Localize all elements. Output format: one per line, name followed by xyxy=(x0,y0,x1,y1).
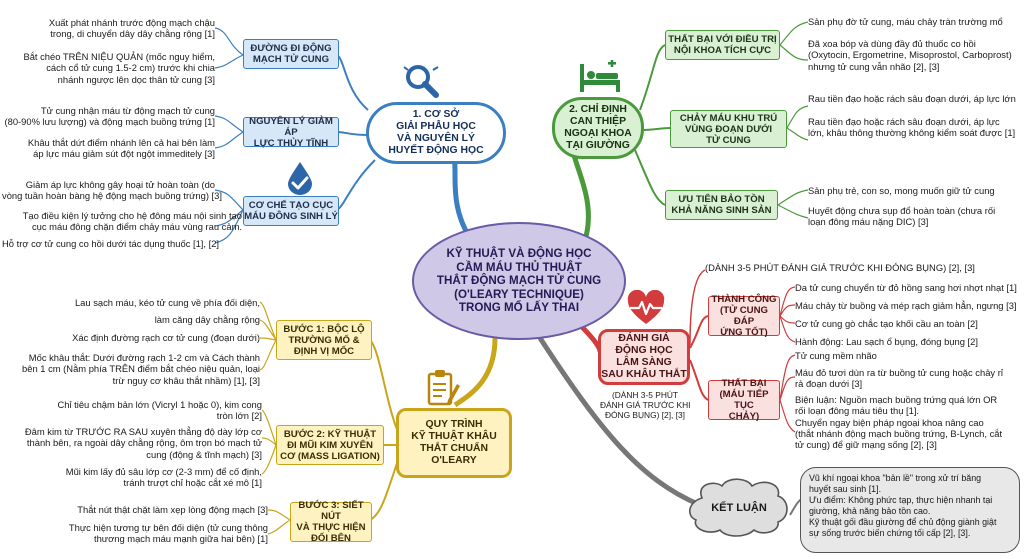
link-center-b4 xyxy=(578,323,603,353)
branch2-title: 2. CHỈ ĐỊNH CAN THIỆP NGOẠI KHOA TẠI GIƯ… xyxy=(552,97,644,159)
b3-leaf-2: làm căng dây chằng rộng xyxy=(154,314,260,325)
link-b1-s1 xyxy=(336,54,369,111)
b2-leaf-2: Đã xoa bóp và dùng đầy đủ thuốc co hồi(O… xyxy=(808,38,1012,72)
link-b3-s3 xyxy=(369,459,399,521)
b4-leaf-7: Biện luận: Nguồn mạch buồng trứng quá lớ… xyxy=(795,394,1003,451)
central-topic: KỸ THUẬT VÀ ĐỘNG HỌC CẦM MÁU THỦ THUẬT T… xyxy=(412,222,626,340)
speech-bubble-icon xyxy=(689,478,788,537)
link-b2-s1 xyxy=(639,44,666,111)
link-b3-s1 xyxy=(369,339,399,433)
clipboard-pencil-icon xyxy=(427,370,460,406)
b4-leaf-3: Cơ tử cung gò chắc tạo khối cầu an toàn … xyxy=(795,318,978,329)
heart-pulse-icon xyxy=(627,290,665,324)
b3-leaf-4: Mốc khâu thắt: Dưới đường rạch 1-2 cm và… xyxy=(22,352,260,386)
b2-leaf-1: Sản phụ đờ tử cung, máu chảy tràn trường… xyxy=(808,16,1003,27)
b1-leaf-3: Tử cung nhận máu từ động mạch tử cung(80… xyxy=(4,105,215,128)
b1-leaf-2: Bắt chéo TRÊN NIỆU QUẢN (mốc nguy hiểm,c… xyxy=(23,51,215,85)
link-b2-s3 xyxy=(634,149,666,206)
b3-leaf-7: Mũi kim lấy đủ sâu lớp cơ (2-3 mm) để cố… xyxy=(65,466,262,489)
leaf-lines-b3 xyxy=(259,301,291,535)
magnifier-icon xyxy=(403,65,439,98)
b4-leaf-5: Tử cung mềm nhão xyxy=(795,350,877,361)
b1-leaf-6: Tạo điều kiện lý tưởng cho hệ đông máu n… xyxy=(22,210,242,233)
b1-leaf-5: Giảm áp lực không gây hoại tử hoàn toàn … xyxy=(2,179,222,202)
link-b1-s2 xyxy=(336,131,369,136)
b3-leaf-5: Chỉ tiêu chậm bản lớn (Vicryl 1 hoặc 0),… xyxy=(57,399,262,422)
link-b1-s3 xyxy=(336,159,376,211)
b2-leaf-4: Rau tiền đạo hoặc rách sâu đoạn dưới, áp… xyxy=(808,116,1016,139)
b3-leaf-6: Đâm kim từ TRƯỚC RA SAU xuyên thẳng độ d… xyxy=(24,426,262,460)
b1-leaf-4: Khâu thắt dứt điểm nhánh lên cả hai bên … xyxy=(27,137,215,160)
leaf-lines-b4 xyxy=(779,286,796,433)
leaf-lines-b2 xyxy=(777,21,809,219)
b3-leaf-3: Xác định đường rạch cơ tử cung (đoạn dướ… xyxy=(72,332,260,343)
link-center-b3 xyxy=(453,337,498,408)
b3-leaf-1: Lau sạch máu, kéo tử cung về phía đối di… xyxy=(74,297,260,308)
branch3-title: QUY TRÌNH KỸ THUẬT KHÂU THẮT CHUẨN O'LEA… xyxy=(396,408,512,478)
b3-leaf-9: Thực hiện tương tự bên đối diện (tử cung… xyxy=(68,522,268,545)
link-b4-s2 xyxy=(689,359,709,401)
b4-top-leaf: (DÀNH 3-5 PHÚT ĐÁNH GIÁ TRƯỚC KHI ĐÓNG B… xyxy=(705,262,975,273)
b2-leaf-3: Rau tiền đạo hoặc rách sâu đoạn dưới, áp… xyxy=(808,93,1016,104)
link-b4-s1 xyxy=(689,315,709,349)
b4-leaf-4: Hành động: Lau sạch ổ bụng, đóng bụng [2… xyxy=(795,336,978,347)
link-b2-s2 xyxy=(639,127,671,131)
b2-leaf-6: Huyết động chưa sụp đổ hoàn toàn (chưa r… xyxy=(808,205,996,228)
hospital-bed-icon xyxy=(580,60,620,92)
conclusion-title: KẾT LUẬN xyxy=(711,501,767,514)
branch1-title: 1. CƠ SỞ GIẢI PHẪU HỌC VÀ NGUYÊN LÝ HUYẾ… xyxy=(366,102,506,164)
branch4-title: ĐÁNH GIÁ ĐỘNG HỌC LÂM SÀNG SAU KHÂU THẮT xyxy=(598,329,690,385)
b3-leaf-8: Thắt nút thật chặt làm xẹp lòng động mạc… xyxy=(77,504,268,515)
b1-leaf-7: Hỗ trợ cơ tử cung co hồi dưới tác dụng t… xyxy=(2,238,220,249)
conclusion-box: Vũ khí ngoại khoa "bản lề" trong xử trí … xyxy=(800,467,1020,553)
leaf-lines-b1 xyxy=(214,27,244,244)
b4-leaf-1: Da tử cung chuyển từ đỏ hồng sang hơi nh… xyxy=(795,282,1017,293)
link-center-b5 xyxy=(537,336,701,508)
b2-leaf-5: Sản phụ trẻ, con so, mong muốn giữ tử cu… xyxy=(808,185,995,196)
b4-leaf-6: Máu đỏ tươi dùn ra từ buồng tử cung hoặc… xyxy=(795,367,1003,390)
link-b4-top xyxy=(689,269,706,346)
droplet-check-icon xyxy=(288,162,312,195)
b4-leaf-2: Máu chảy từ buồng và mép rạch giảm hẳn, … xyxy=(795,300,1017,311)
